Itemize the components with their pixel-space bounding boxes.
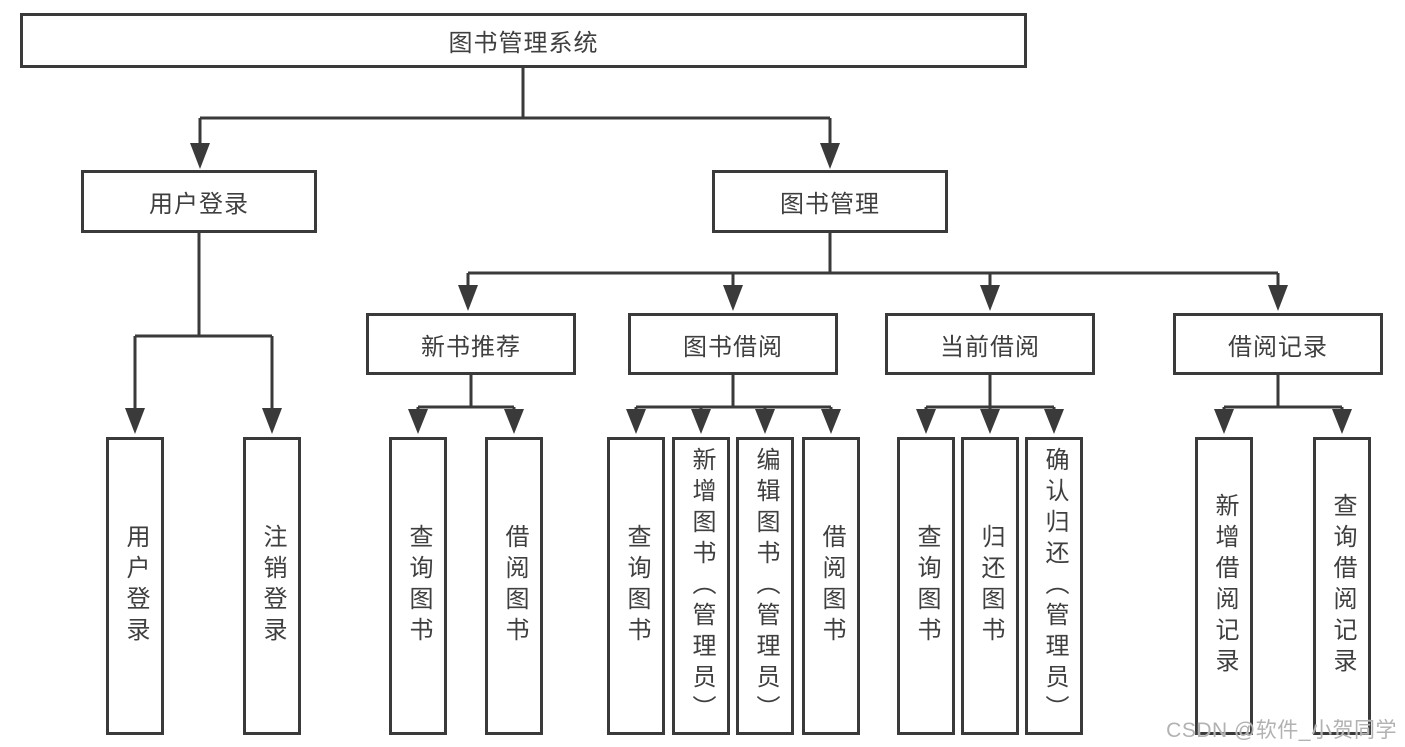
node-book-borrow-label: 图书借阅 <box>683 333 783 361</box>
arrowhead <box>504 409 524 434</box>
leaf-br-query-record-label: 查询借阅记录 <box>1329 493 1356 679</box>
arrowhead <box>980 409 1000 434</box>
leaf-logout-label: 注销登录 <box>259 524 286 648</box>
leaf-bb-add-books-admin-label: 新增图书（管理员） <box>688 446 715 726</box>
leaf-nbr-borrow-books: 借阅图书 <box>485 437 543 735</box>
node-user-login: 用户登录 <box>81 170 317 233</box>
node-book-management: 图书管理 <box>712 170 948 233</box>
leaf-nbr-borrow-books-label: 借阅图书 <box>501 524 528 648</box>
leaf-logout: 注销登录 <box>243 437 301 735</box>
arrowhead <box>1044 409 1064 434</box>
arrowhead <box>458 285 478 311</box>
connector-root-trunk <box>198 66 832 145</box>
node-root-label: 图书管理系统 <box>448 30 599 57</box>
node-book-management-label: 图书管理 <box>780 191 880 218</box>
arrowhead <box>1214 409 1234 434</box>
leaf-user-login-label: 用户登录 <box>122 524 149 648</box>
arrowhead <box>262 408 282 434</box>
leaf-bb-borrow-books-label: 借阅图书 <box>818 524 845 648</box>
node-current-borrow-label: 当前借阅 <box>940 333 1040 361</box>
connector-current-borrow <box>924 373 1056 411</box>
watermark: CSDN @软件_小贺同学 <box>1166 719 1397 742</box>
leaf-bb-borrow-books: 借阅图书 <box>802 437 860 735</box>
node-new-book-recommend-label: 新书推荐 <box>421 333 521 361</box>
arrowhead <box>980 285 1000 311</box>
arrowhead <box>1268 285 1288 311</box>
leaf-cb-query-books-label: 查询图书 <box>913 524 940 648</box>
connector-new-book-recommend <box>416 373 516 411</box>
leaf-cb-confirm-return-admin: 确认归还（管理员） <box>1025 437 1083 735</box>
leaf-user-login: 用户登录 <box>106 437 164 735</box>
arrowhead <box>916 409 936 434</box>
node-borrow-records: 借阅记录 <box>1173 313 1383 375</box>
arrowhead <box>755 409 775 434</box>
connector-book-management <box>466 231 1280 287</box>
arrowhead <box>723 285 743 311</box>
leaf-bb-add-books-admin: 新增图书（管理员） <box>672 437 730 735</box>
arrowhead <box>125 408 145 434</box>
connector-borrow-records <box>1222 373 1344 411</box>
node-borrow-records-label: 借阅记录 <box>1228 333 1328 361</box>
leaf-bb-query-books: 查询图书 <box>607 437 665 735</box>
leaf-cb-return-books-label: 归还图书 <box>977 524 1004 648</box>
arrowhead <box>691 409 711 434</box>
arrowhead <box>626 409 646 434</box>
connector-book-borrow <box>634 373 833 411</box>
node-root: 图书管理系统 <box>20 13 1027 68</box>
connector-user-login <box>133 231 274 410</box>
leaf-bb-query-books-label: 查询图书 <box>623 524 650 648</box>
arrowhead <box>821 409 841 434</box>
leaf-nbr-query-books: 查询图书 <box>389 437 447 735</box>
arrowhead <box>408 409 428 434</box>
node-book-borrow: 图书借阅 <box>628 313 838 375</box>
arrowhead <box>820 143 840 169</box>
leaf-nbr-query-books-label: 查询图书 <box>405 524 432 648</box>
arrowhead <box>190 143 210 169</box>
node-current-borrow: 当前借阅 <box>885 313 1095 375</box>
leaf-cb-return-books: 归还图书 <box>961 437 1019 735</box>
leaf-br-query-record: 查询借阅记录 <box>1313 437 1371 735</box>
leaf-bb-edit-books-admin: 编辑图书（管理员） <box>736 437 794 735</box>
node-user-login-label: 用户登录 <box>149 191 249 218</box>
leaf-br-add-record: 新增借阅记录 <box>1195 437 1253 735</box>
leaf-bb-edit-books-admin-label: 编辑图书（管理员） <box>752 446 779 726</box>
leaf-cb-query-books: 查询图书 <box>897 437 955 735</box>
arrowhead <box>1332 409 1352 434</box>
leaf-br-add-record-label: 新增借阅记录 <box>1211 493 1238 679</box>
leaf-cb-confirm-return-admin-label: 确认归还（管理员） <box>1041 446 1068 726</box>
node-new-book-recommend: 新书推荐 <box>366 313 576 375</box>
